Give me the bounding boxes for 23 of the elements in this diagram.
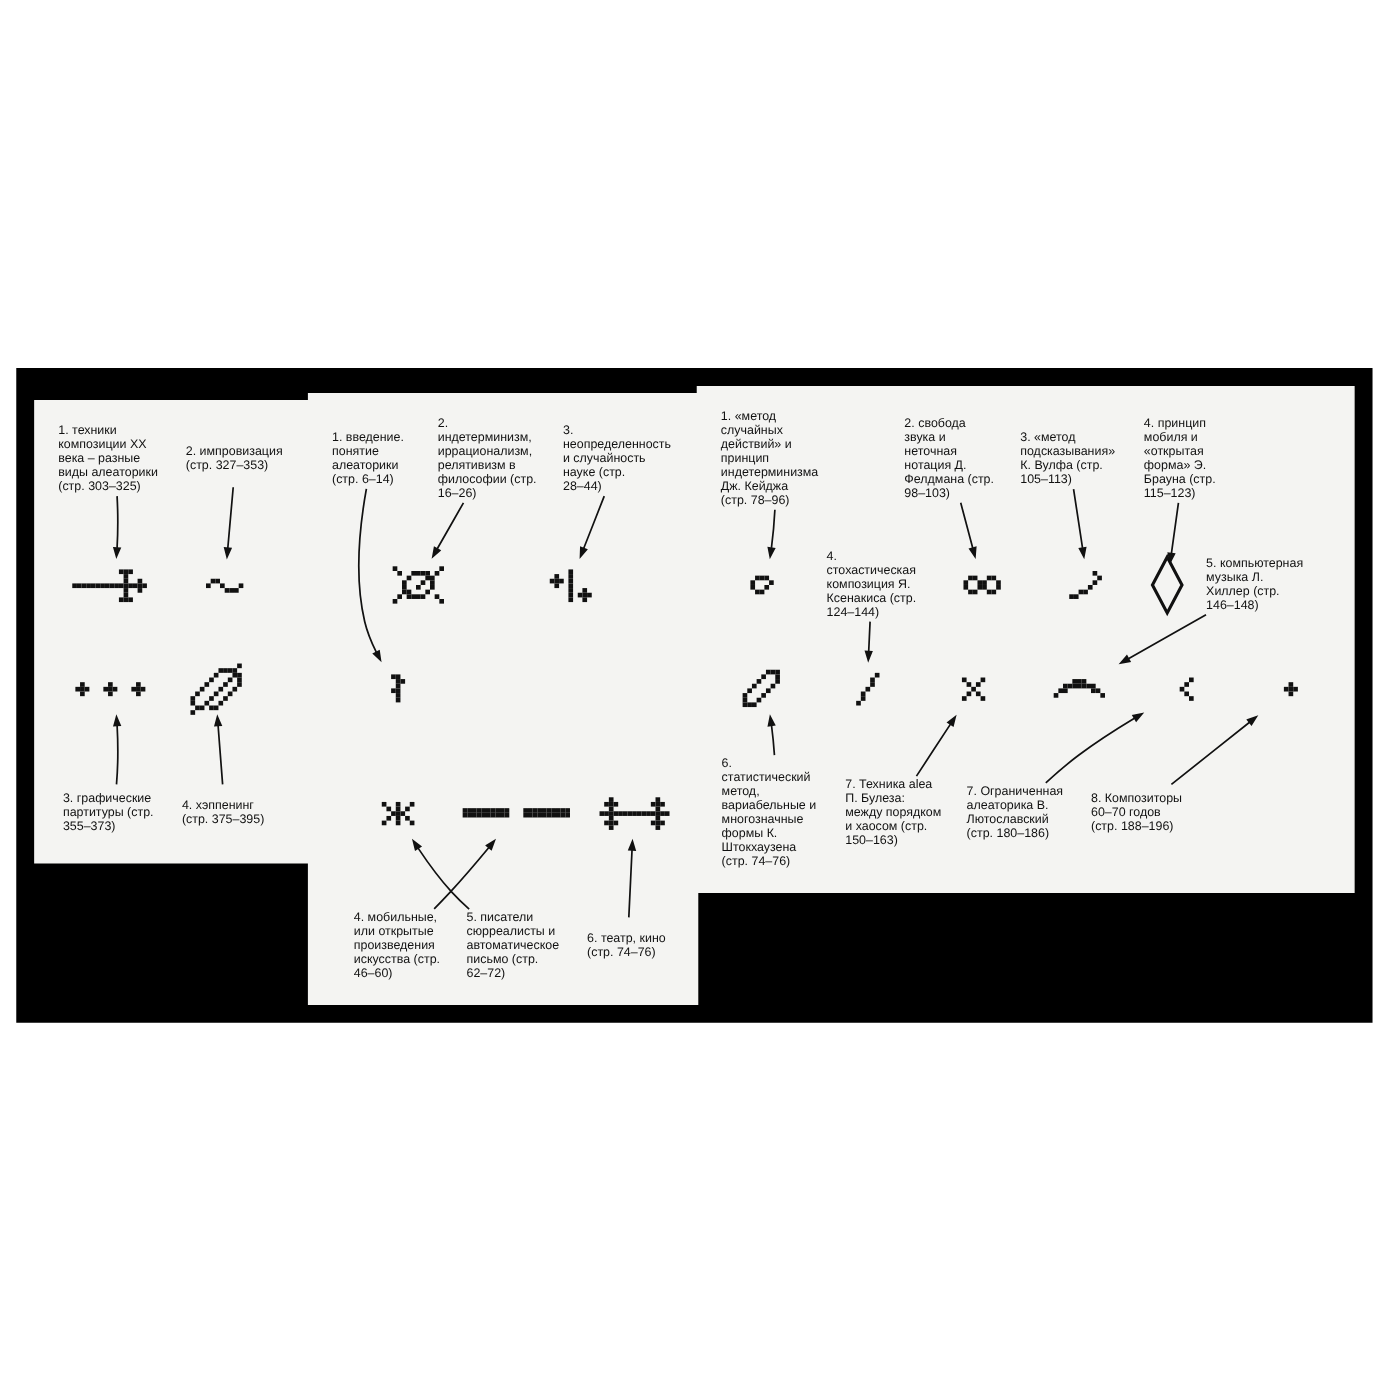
cluster	[696, 384, 1355, 892]
arrow	[112, 494, 122, 559]
arrow	[1072, 487, 1087, 559]
arrow	[627, 837, 637, 918]
arrow	[1118, 612, 1207, 664]
arrow	[915, 713, 957, 776]
arrow	[431, 500, 465, 558]
arrow	[864, 619, 873, 662]
cluster	[34, 398, 310, 863]
cluster	[307, 391, 699, 1004]
arrow	[213, 713, 224, 785]
arrow	[223, 485, 235, 559]
arrow	[358, 487, 382, 662]
arrow	[1170, 714, 1259, 785]
arrow	[767, 713, 776, 755]
arrow	[579, 494, 606, 558]
arrow	[433, 837, 496, 909]
arrow	[112, 713, 122, 785]
arrow	[959, 500, 977, 558]
arrow	[767, 507, 776, 559]
arrow	[1167, 500, 1180, 564]
arrow	[1044, 711, 1145, 783]
arrow	[411, 837, 470, 910]
